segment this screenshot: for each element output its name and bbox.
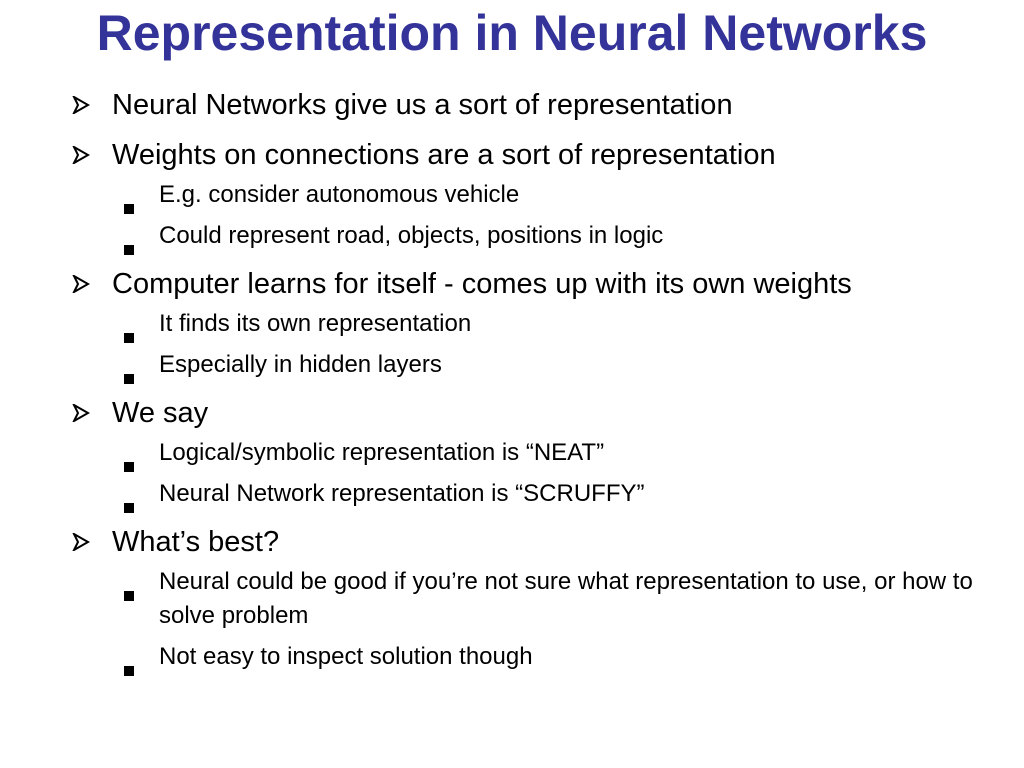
sub-bullet-item: Not easy to inspect solution though (112, 640, 1012, 676)
square-bullet-icon (124, 652, 134, 676)
bullet-text: Computer learns for itself - comes up wi… (112, 268, 852, 300)
sub-bullet-item: Logical/symbolic representation is “NEAT… (112, 436, 1012, 472)
arrowhead-bullet-icon (72, 275, 90, 293)
sub-bullet-text: Logical/symbolic representation is “NEAT… (159, 439, 605, 466)
sub-bullet-list: It finds its own representation Especial… (112, 307, 1012, 384)
sub-bullet-text: It finds its own representation (159, 310, 472, 337)
square-bullet-icon (124, 448, 134, 472)
arrowhead-bullet-icon (72, 96, 90, 114)
square-bullet-icon (124, 360, 134, 384)
bullet-text: We say (112, 397, 209, 429)
sub-bullet-item: It finds its own representation (112, 307, 1012, 343)
sub-bullet-text: Not easy to inspect solution though (159, 643, 533, 670)
arrowhead-bullet-icon (72, 146, 90, 164)
sub-bullet-item: Especially in hidden layers (112, 348, 1012, 384)
square-bullet-icon (124, 231, 134, 255)
bullet-item: Weights on connections are a sort of rep… (72, 136, 1012, 255)
sub-bullet-item: Neural Network representation is “SCRUFF… (112, 477, 1012, 513)
sub-bullet-item: Neural could be good if you’re not sure … (112, 565, 1012, 633)
sub-bullet-item: E.g. consider autonomous vehicle (112, 178, 1012, 214)
arrowhead-bullet-icon (72, 404, 90, 422)
sub-bullet-text: Neural Network representation is “SCRUFF… (159, 480, 645, 507)
bullet-item: Neural Networks give us a sort of repres… (72, 86, 1012, 124)
bullet-text: What’s best? (112, 526, 280, 558)
bullet-list: Neural Networks give us a sort of repres… (72, 84, 1012, 676)
square-bullet-icon (124, 489, 134, 513)
bullet-item: Computer learns for itself - comes up wi… (72, 265, 1012, 384)
bullet-text: Weights on connections are a sort of rep… (112, 139, 776, 171)
square-bullet-icon (124, 190, 134, 214)
sub-bullet-text: Could represent road, objects, positions… (159, 222, 664, 249)
bullet-item: We say Logical/symbolic representation i… (72, 394, 1012, 513)
bullet-item: What’s best? Neural could be good if you… (72, 523, 1012, 676)
sub-bullet-list: E.g. consider autonomous vehicle Could r… (112, 178, 1012, 255)
sub-bullet-text: Neural could be good if you’re not sure … (159, 568, 973, 629)
sub-bullet-item: Could represent road, objects, positions… (112, 219, 1012, 255)
sub-bullet-text: E.g. consider autonomous vehicle (159, 181, 520, 208)
sub-bullet-list: Logical/symbolic representation is “NEAT… (112, 436, 1012, 513)
slide-title: Representation in Neural Networks (96, 5, 928, 61)
sub-bullet-text: Especially in hidden layers (159, 351, 442, 378)
sub-bullet-list: Neural could be good if you’re not sure … (112, 565, 1012, 676)
arrowhead-bullet-icon (72, 533, 90, 551)
square-bullet-icon (124, 577, 134, 601)
square-bullet-icon (124, 319, 134, 343)
bullet-text: Neural Networks give us a sort of repres… (112, 89, 733, 121)
